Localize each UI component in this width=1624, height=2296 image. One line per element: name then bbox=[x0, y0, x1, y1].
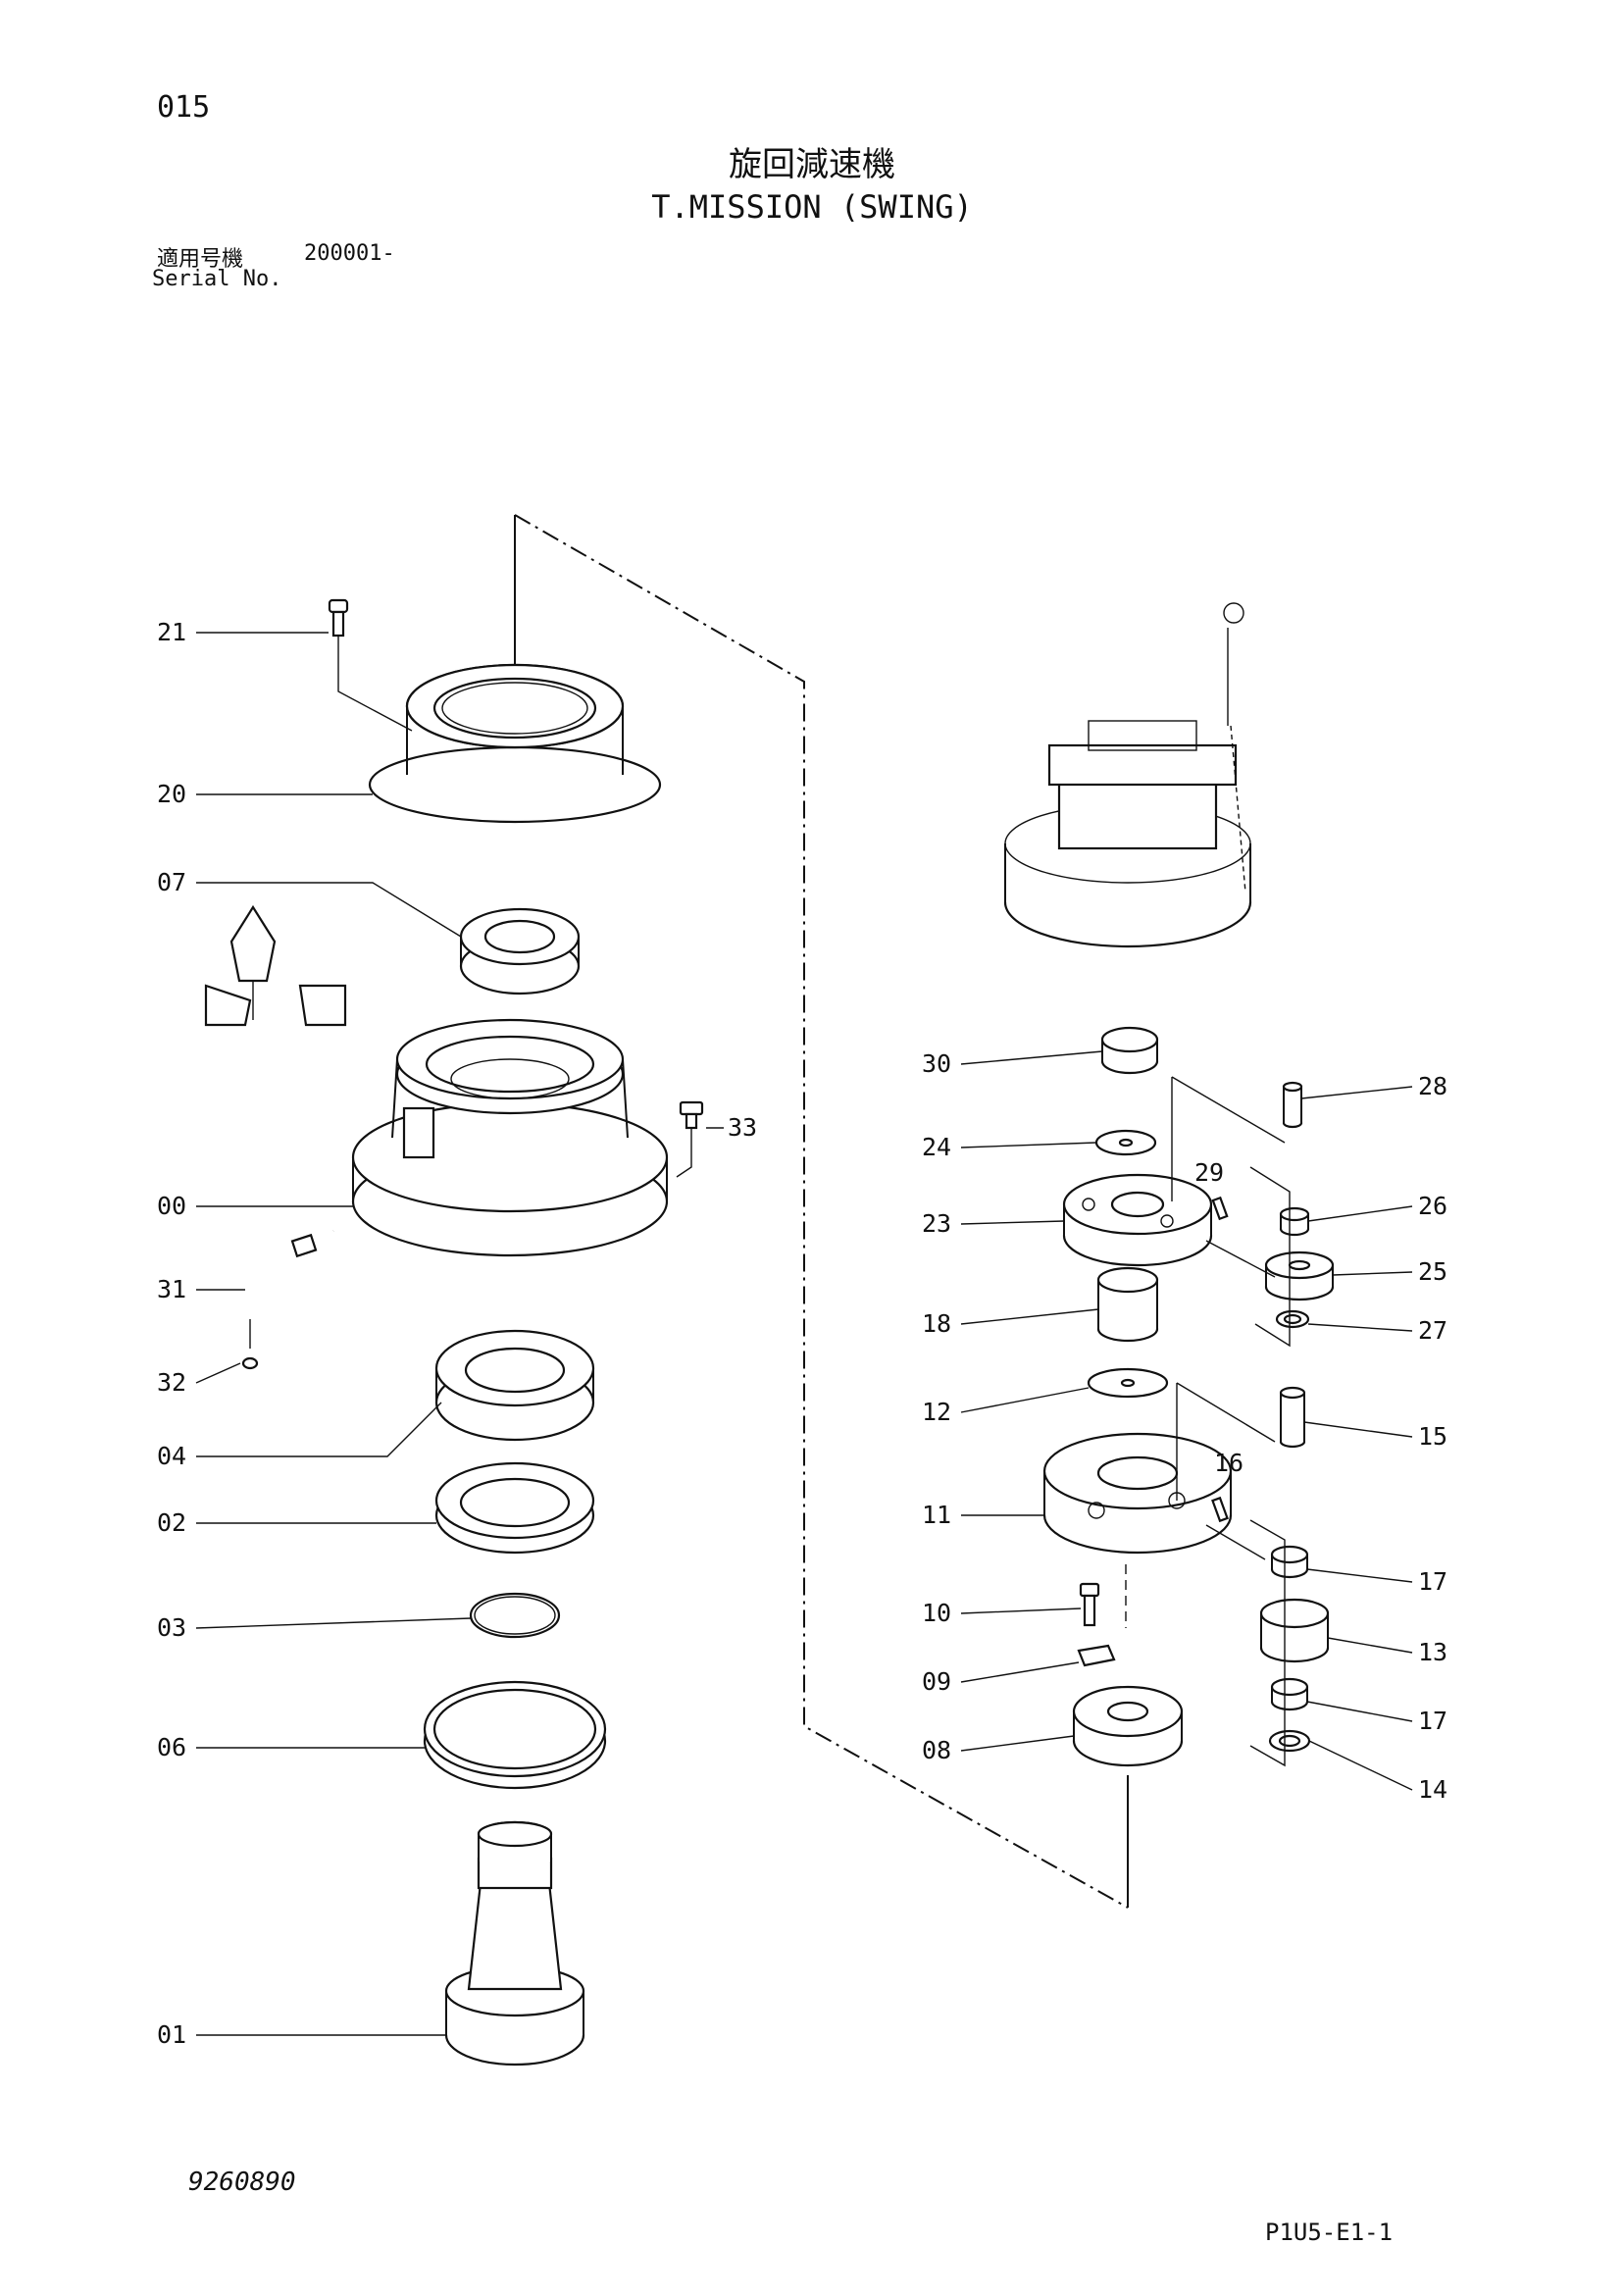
callout-32: 32 bbox=[157, 1368, 186, 1397]
part-01-shaft bbox=[444, 1820, 585, 2066]
callout-17-lower: 17 bbox=[1418, 1707, 1447, 1735]
part-23-carrier bbox=[1062, 1173, 1213, 1267]
part-25-planetary-gear bbox=[1264, 1250, 1335, 1301]
part-29-spring-pin bbox=[1211, 1196, 1229, 1221]
serial-label-english: Serial No. bbox=[152, 267, 282, 291]
callout-29: 29 bbox=[1194, 1158, 1224, 1187]
callout-16: 16 bbox=[1214, 1449, 1243, 1477]
callout-33: 33 bbox=[728, 1113, 757, 1142]
callout-18: 18 bbox=[922, 1309, 951, 1338]
part-03-o-ring bbox=[469, 1592, 561, 1639]
assembly-frame-lines bbox=[514, 514, 1129, 1909]
callout-14: 14 bbox=[1418, 1775, 1447, 1804]
part-17-needle-bearing-lower bbox=[1270, 1677, 1309, 1711]
part-24-thrust-washer bbox=[1094, 1129, 1157, 1156]
page-number: 015 bbox=[157, 90, 211, 125]
part-08-cover bbox=[1072, 1685, 1184, 1767]
part-30-pinion-gear bbox=[1100, 1026, 1159, 1075]
part-17-needle-bearing-upper bbox=[1270, 1545, 1309, 1579]
callout-00: 00 bbox=[157, 1192, 186, 1220]
part-26-needle-bearing bbox=[1279, 1206, 1310, 1237]
sheet-code: P1U5-E1-1 bbox=[1265, 2219, 1394, 2246]
callout-30: 30 bbox=[922, 1049, 951, 1078]
callout-25: 25 bbox=[1418, 1257, 1447, 1286]
part-12-washer bbox=[1087, 1367, 1169, 1399]
callout-20: 20 bbox=[157, 780, 186, 808]
callout-06: 06 bbox=[157, 1733, 186, 1761]
part-15-pin bbox=[1279, 1386, 1306, 1449]
part-20-ring-gear bbox=[368, 663, 662, 824]
part-09-lock-plate bbox=[1077, 1644, 1116, 1667]
callout-26: 26 bbox=[1418, 1192, 1447, 1220]
callout-02: 02 bbox=[157, 1508, 186, 1537]
callout-17-upper: 17 bbox=[1418, 1567, 1447, 1596]
part-04-bearing bbox=[434, 1329, 595, 1442]
swing-motor-assembly-sketch bbox=[1003, 602, 1252, 948]
part-33-plug bbox=[676, 1100, 704, 1178]
drawing-number: 9260890 bbox=[188, 2168, 296, 2197]
serial-label-japanese: 適用号機 bbox=[157, 247, 244, 272]
callout-08: 08 bbox=[922, 1736, 951, 1764]
part-10-bolt bbox=[1079, 1582, 1100, 1627]
callout-24: 24 bbox=[922, 1133, 951, 1161]
callout-23: 23 bbox=[922, 1209, 951, 1238]
callout-09: 09 bbox=[922, 1667, 951, 1696]
part-32-plug bbox=[241, 1356, 259, 1370]
callout-04: 04 bbox=[157, 1442, 186, 1470]
callout-27: 27 bbox=[1418, 1316, 1447, 1345]
part-18-gear bbox=[1096, 1266, 1159, 1343]
part-31-pipe bbox=[245, 1226, 335, 1349]
part-06-ring bbox=[423, 1680, 607, 1790]
callout-03: 03 bbox=[157, 1613, 186, 1642]
callout-13: 13 bbox=[1418, 1638, 1447, 1666]
part-02-oil-seal bbox=[434, 1461, 595, 1555]
callout-21: 21 bbox=[157, 618, 186, 646]
callout-07: 07 bbox=[157, 868, 186, 896]
part-13-planetary-gear bbox=[1259, 1598, 1330, 1663]
callout-31: 31 bbox=[157, 1275, 186, 1303]
part-21-bolt bbox=[328, 598, 413, 732]
part-27-thrust-plate bbox=[1275, 1309, 1310, 1329]
callout-11: 11 bbox=[922, 1501, 951, 1529]
callout-10: 10 bbox=[922, 1599, 951, 1627]
part-16-spring-pin bbox=[1211, 1496, 1229, 1523]
direction-indicator-symbol bbox=[204, 904, 347, 1027]
part-28-pin bbox=[1282, 1081, 1303, 1129]
part-07-bearing bbox=[459, 907, 581, 995]
part-11-carrier bbox=[1042, 1432, 1233, 1555]
part-00-housing bbox=[351, 1018, 669, 1257]
title-english: T.MISSION (SWING) bbox=[651, 188, 973, 226]
title-japanese: 旋回減速機 bbox=[729, 145, 895, 184]
serial-value: 200001- bbox=[304, 241, 395, 266]
part-14-thrust-plate bbox=[1268, 1729, 1311, 1753]
callout-15: 15 bbox=[1418, 1422, 1447, 1451]
subassembly-brackets bbox=[1171, 1076, 1291, 1767]
callout-12: 12 bbox=[922, 1398, 951, 1426]
callout-01: 01 bbox=[157, 2020, 186, 2049]
callout-28: 28 bbox=[1418, 1072, 1447, 1100]
callout-leader-lines bbox=[195, 632, 1413, 2036]
